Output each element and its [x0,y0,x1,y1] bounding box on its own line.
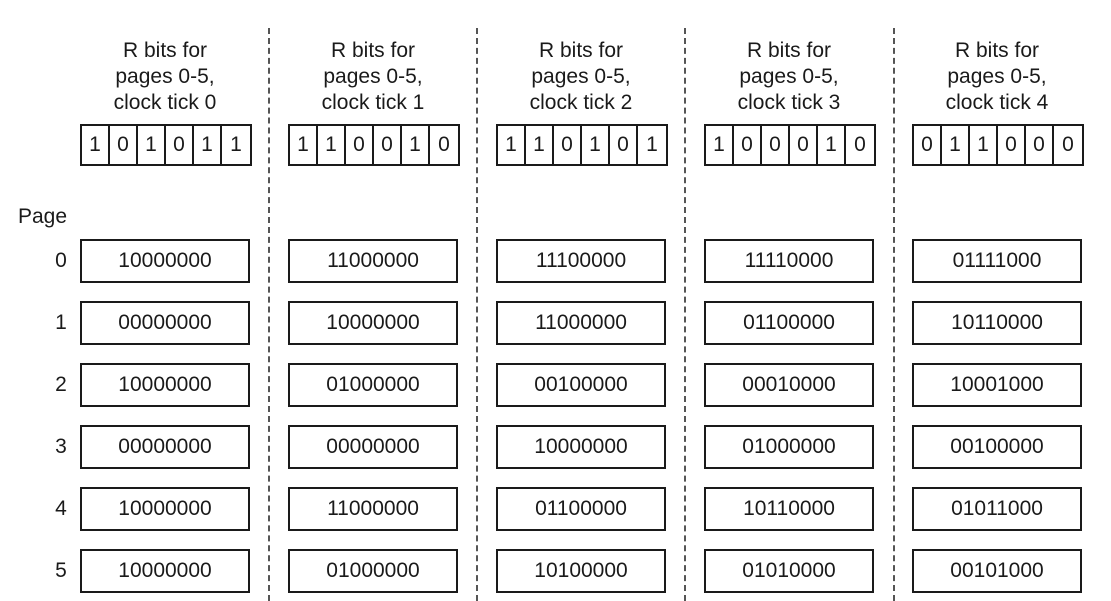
aging-counter: 11000000 [288,239,458,283]
r-bit-cell: 1 [82,126,110,164]
aging-counter: 00101000 [912,549,1082,593]
r-bit-cell: 1 [230,133,242,156]
r-bit-cell: 0 [374,126,402,164]
aging-counter: 11000000 [288,487,458,531]
clock-tick-title-line: pages 0-5, [115,65,215,88]
r-bit-cell: 1 [646,133,658,156]
aging-counter: 01011000 [912,487,1082,531]
clock-tick-title: R bits for pages 0-5, clock tick 2 [481,38,681,116]
r-bit-cell: 1 [318,126,346,164]
aging-counter: 10000000 [80,487,250,531]
clock-tick-title-line: clock tick 4 [945,91,1049,114]
clock-tick-title-line: R bits for [538,39,624,62]
clock-tick-title: R bits for pages 0-5, clock tick 3 [689,38,889,116]
clock-tick-title-line: R bits for [954,39,1040,62]
page-heading: Page [18,205,68,228]
column-divider [893,28,895,601]
r-bit-cell: 0 [762,126,790,164]
aging-counter: 00100000 [496,363,666,407]
r-bit-cell: 0 [914,126,942,164]
r-bit-cell: 1 [818,126,846,164]
clock-tick-title-line: clock tick 2 [529,91,633,114]
r-bit-cell: 0 [438,133,450,156]
aging-counter: 10110000 [704,487,874,531]
column-divider [476,28,478,601]
r-bit-cell: 0 [554,126,582,164]
aging-counter: 00100000 [912,425,1082,469]
r-bit-cell: 0 [734,126,762,164]
clock-tick-title: R bits for pages 0-5, clock tick 4 [897,38,1097,116]
clock-tick-title: R bits for pages 0-5, clock tick 0 [65,38,265,116]
aging-counter: 00000000 [80,425,250,469]
aging-counter: 01010000 [704,549,874,593]
aging-counter: 11000000 [496,301,666,345]
aging-counter: 10001000 [912,363,1082,407]
r-bit-cell: 0 [998,126,1026,164]
aging-counter: 10100000 [496,549,666,593]
clock-tick-title-line: pages 0-5, [531,65,631,88]
aging-counter: 10000000 [288,301,458,345]
r-bit-cell: 0 [346,126,374,164]
r-bit-cell: 0 [166,126,194,164]
r-bit-cell: 1 [138,126,166,164]
r-bit-cell: 0 [790,126,818,164]
page-number: 5 [55,559,67,582]
column-divider [684,28,686,601]
aging-counter: 10000000 [80,549,250,593]
clock-tick-title-line: clock tick 1 [321,91,425,114]
aging-counter: 01100000 [704,301,874,345]
r-bit-cell: 1 [942,126,970,164]
clock-tick-title-line: pages 0-5, [739,65,839,88]
clock-tick-title-line: clock tick 0 [113,91,217,114]
r-bit-cell: 1 [526,126,554,164]
aging-counter: 01100000 [496,487,666,531]
r-bit-cell: 1 [706,126,734,164]
aging-counter: 00010000 [704,363,874,407]
clock-tick-title-line: R bits for [746,39,832,62]
aging-counter: 00000000 [288,425,458,469]
page-number: 2 [55,373,67,396]
r-bit-cell: 1 [194,126,222,164]
clock-tick-title: R bits for pages 0-5, clock tick 1 [273,38,473,116]
aging-counter: 10000000 [496,425,666,469]
aging-counter: 01111000 [912,239,1082,283]
r-bit-cell: 0 [854,133,866,156]
page-number: 0 [55,249,67,272]
column-divider [268,28,270,601]
r-bit-cell: 0 [610,126,638,164]
aging-counter: 10110000 [912,301,1082,345]
r-bit-cell: 0 [1062,133,1074,156]
r-bit-cell: 1 [582,126,610,164]
aging-counter: 10000000 [80,363,250,407]
aging-counter: 10000000 [80,239,250,283]
aging-counter: 01000000 [288,363,458,407]
aging-counter: 00000000 [80,301,250,345]
aging-counter: 01000000 [704,425,874,469]
clock-tick-title-line: clock tick 3 [737,91,841,114]
aging-counter: 01000000 [288,549,458,593]
aging-counter: 11110000 [704,239,874,283]
clock-tick-title-line: pages 0-5, [323,65,423,88]
r-bit-cell: 1 [402,126,430,164]
r-bit-cell: 0 [110,126,138,164]
r-bit-cell: 1 [290,126,318,164]
page-number: 1 [55,311,67,334]
clock-tick-title-line: pages 0-5, [947,65,1047,88]
clock-tick-title-line: R bits for [122,39,208,62]
r-bit-cell: 1 [970,126,998,164]
clock-tick-title-line: R bits for [330,39,416,62]
aging-counter: 11100000 [496,239,666,283]
page-number: 3 [55,435,67,458]
r-bit-cell: 0 [1026,126,1054,164]
r-bit-cell: 1 [498,126,526,164]
page-number: 4 [55,497,67,520]
